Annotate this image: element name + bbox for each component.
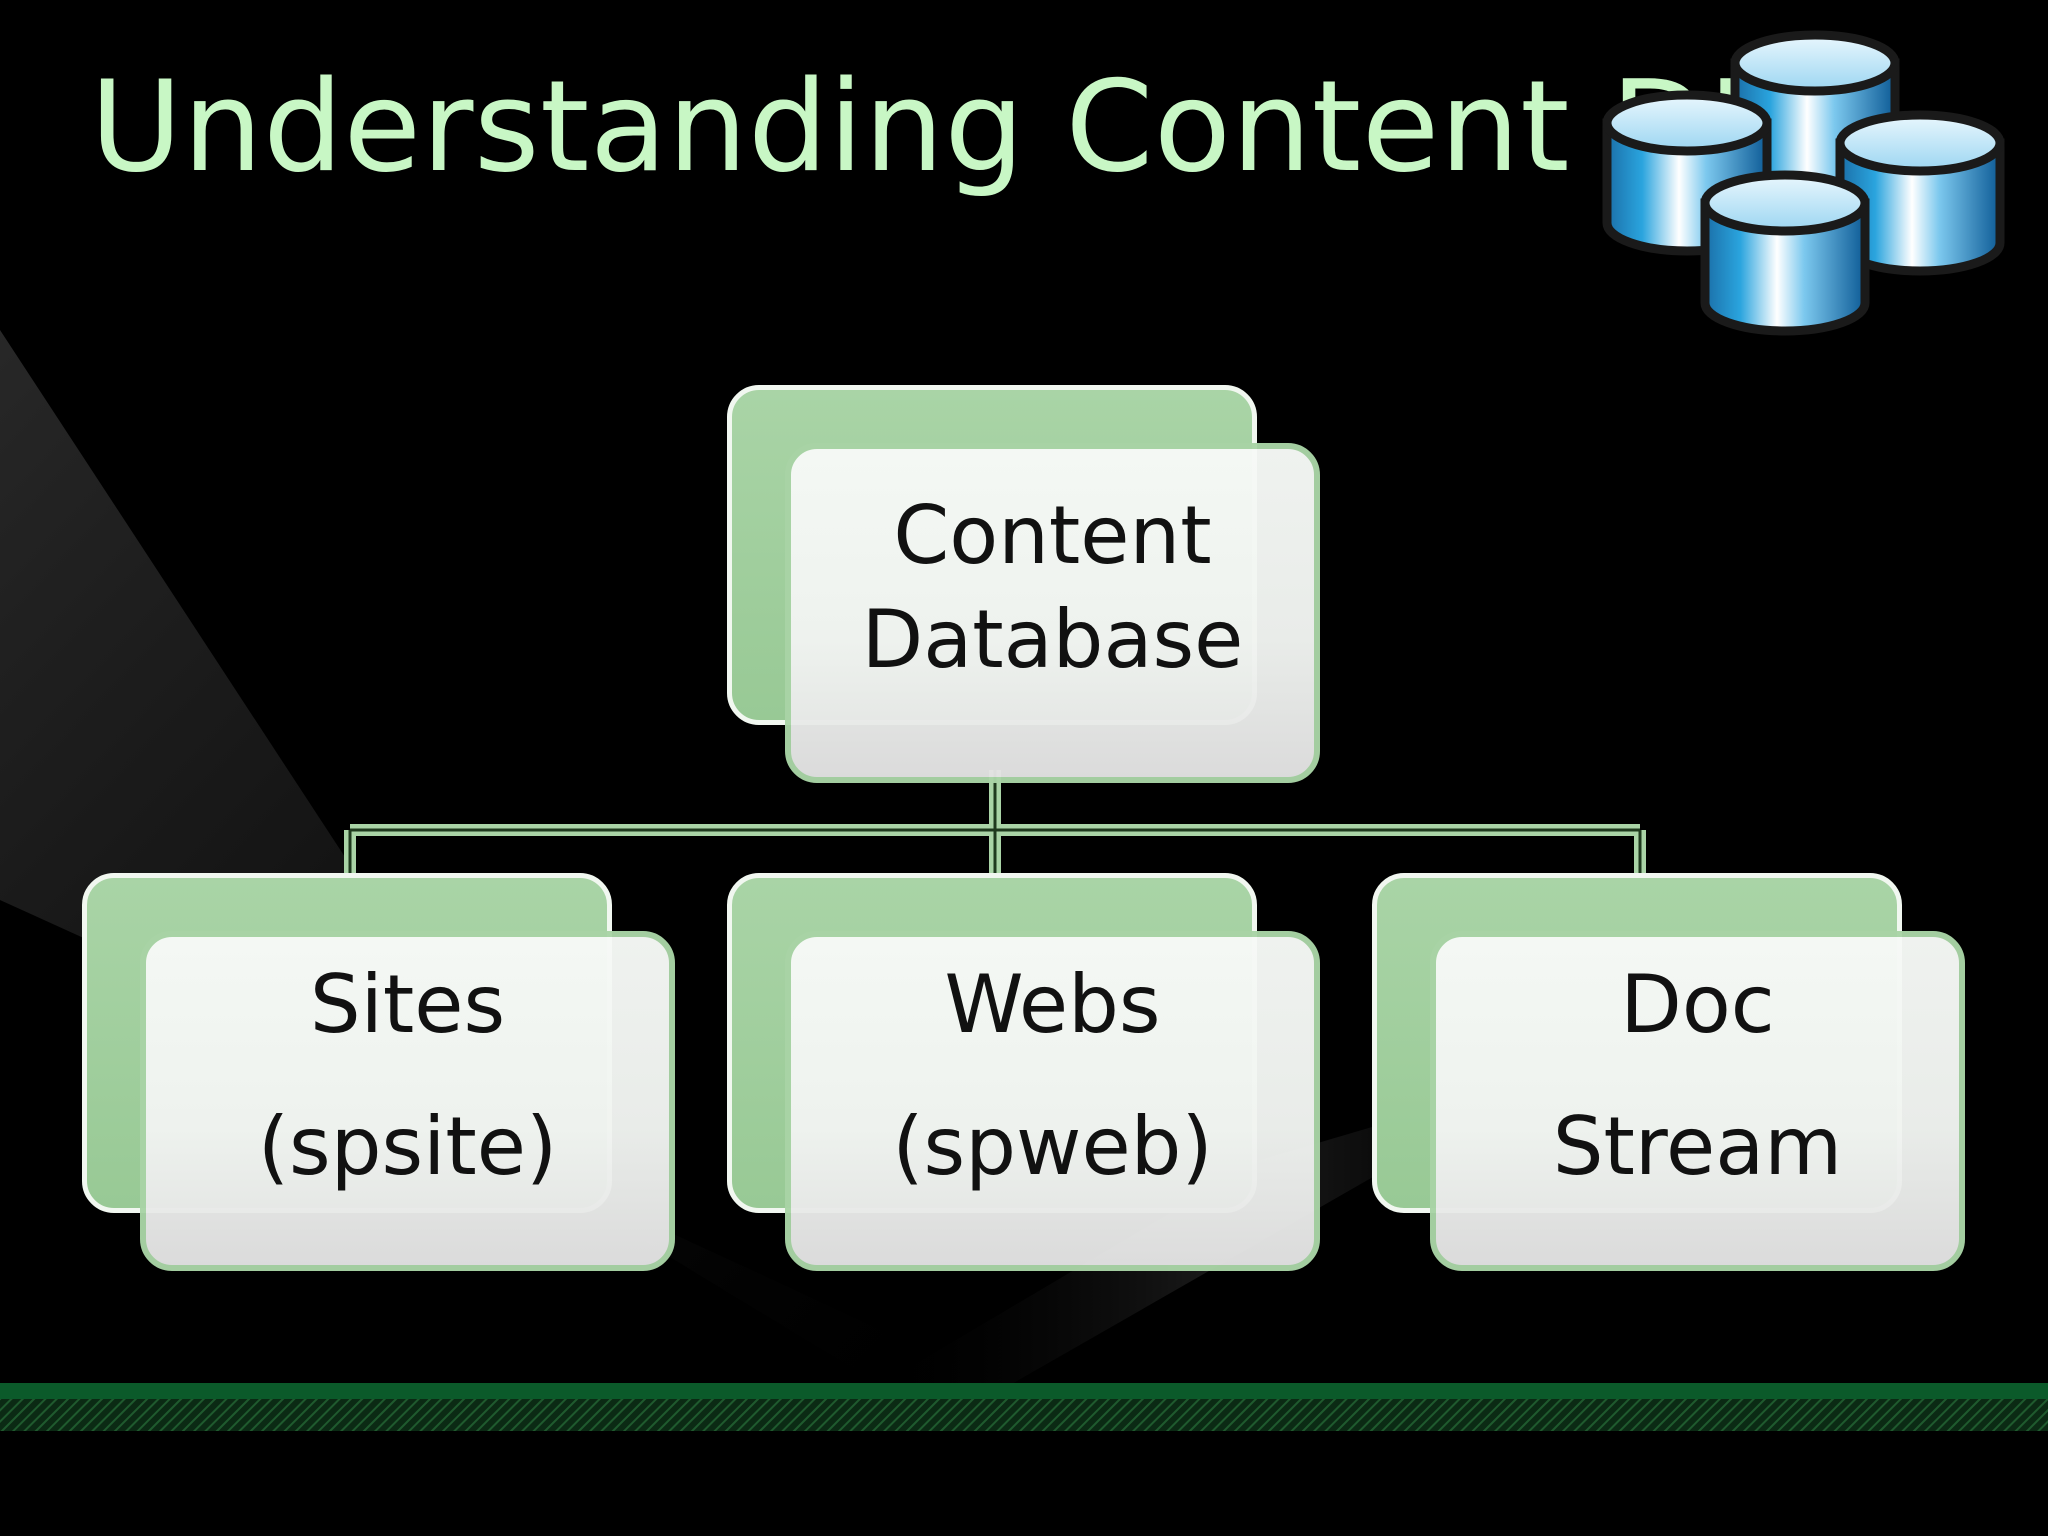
node-label: Doc Stream <box>1430 931 1965 1221</box>
node-label: Sites (spsite) <box>140 931 675 1221</box>
node-front-panel <box>785 443 1320 783</box>
node-front-panel <box>140 931 675 1271</box>
bottom-green-band <box>0 1383 2048 1431</box>
node-label-line2: Database <box>861 593 1244 686</box>
node-label-line1: Content <box>893 489 1212 582</box>
node-front-panel <box>785 931 1320 1271</box>
node-label-line2: (spsite) <box>257 1100 558 1193</box>
node-front-panel <box>1430 931 1965 1271</box>
node-label: Content Database <box>785 443 1320 733</box>
slide-title: Understanding Content DB <box>90 53 1796 200</box>
node-label: Webs (spweb) <box>785 931 1320 1221</box>
node-label-line2: Stream <box>1552 1100 1843 1193</box>
node-label-line1: Sites <box>309 958 506 1051</box>
node-label-line2: (spweb) <box>892 1100 1213 1193</box>
node-label-line1: Webs <box>944 958 1161 1051</box>
node-label-line1: Doc <box>1620 958 1775 1051</box>
